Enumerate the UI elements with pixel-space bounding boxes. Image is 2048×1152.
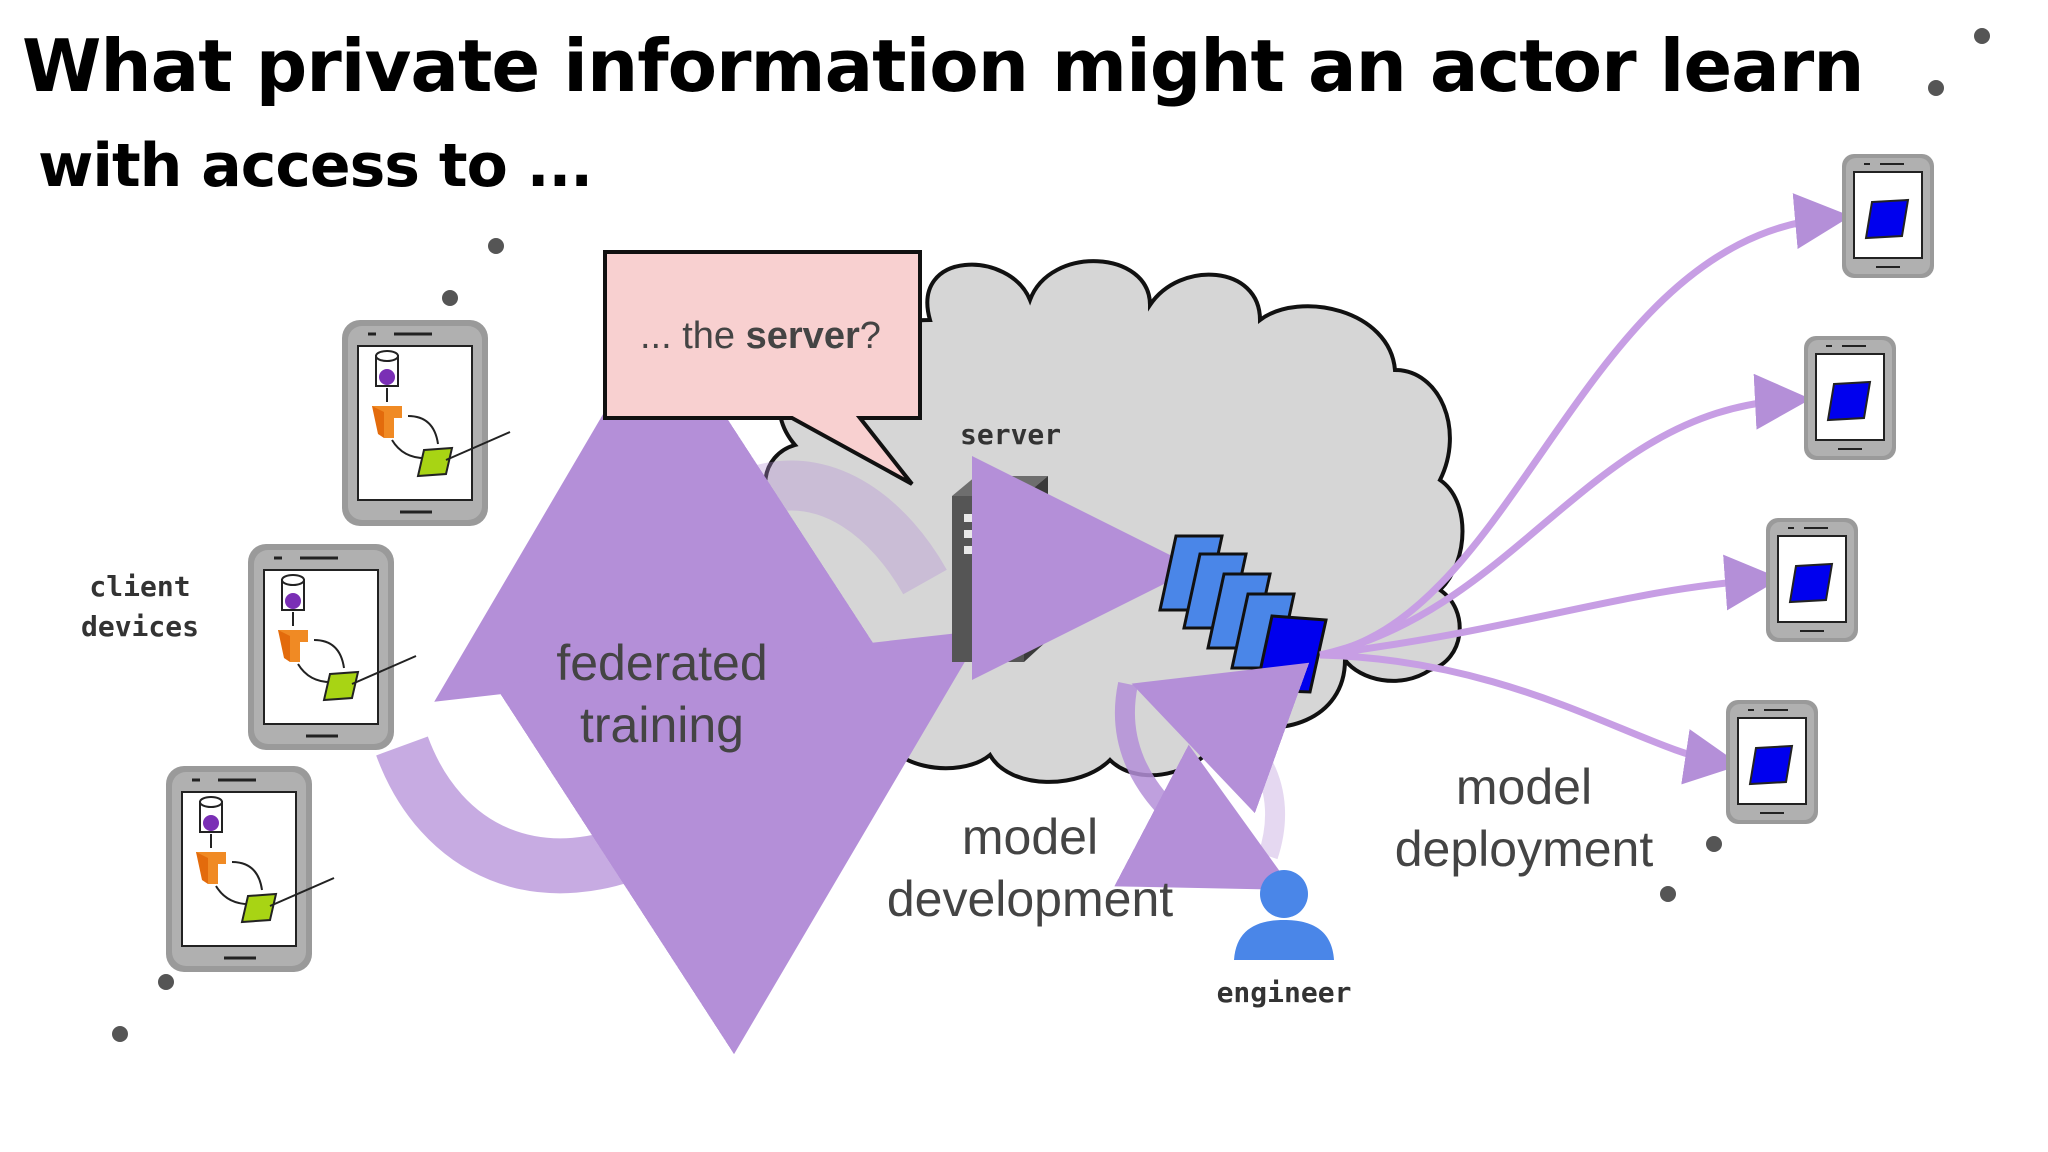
client-devices-label-line2: devices: [81, 610, 199, 643]
deploy-device-1: [1841, 153, 1935, 279]
deploy-device-3: [1765, 517, 1859, 643]
server-icon: [952, 476, 1048, 662]
dev-up-arrow: [1131, 662, 1310, 860]
model-development-label-line2: development: [887, 871, 1173, 927]
federated-upload-arrow: [376, 630, 984, 1055]
federated-training-label-line1: federated: [556, 635, 767, 691]
engineer-icon: [1234, 870, 1334, 960]
model-development-label-line1: model: [962, 809, 1098, 865]
deploy-device-4: [1725, 699, 1819, 825]
client-device-1: [340, 318, 512, 528]
model-deployment-label-line1: model: [1456, 759, 1592, 815]
federated-training-label-line2: training: [580, 697, 744, 753]
client-device-2: [246, 542, 418, 752]
deployment-arrows: [1319, 193, 1851, 785]
client-devices-label-line1: client: [89, 570, 190, 603]
slide-title: What private information might an actor …: [22, 24, 1865, 108]
engineer-label: engineer: [1217, 976, 1352, 1009]
server-label: server: [960, 418, 1061, 451]
decorative-dots: [112, 28, 1990, 1042]
server-callout: ... the server?: [603, 250, 922, 486]
client-device-3: [164, 764, 336, 974]
deploy-device-2: [1803, 335, 1897, 461]
slide-subtitle: with access to ...: [38, 131, 593, 201]
svg-text:... the server?: ... the server?: [640, 315, 881, 357]
federated-return-arrow: [434, 316, 947, 702]
callout-emphasis: server: [746, 315, 860, 357]
callout-prefix: ... the: [640, 315, 746, 357]
model-deployment-label-line2: deployment: [1395, 821, 1654, 877]
model-stack-icon: [1158, 534, 1328, 694]
callout-suffix: ?: [860, 315, 881, 357]
